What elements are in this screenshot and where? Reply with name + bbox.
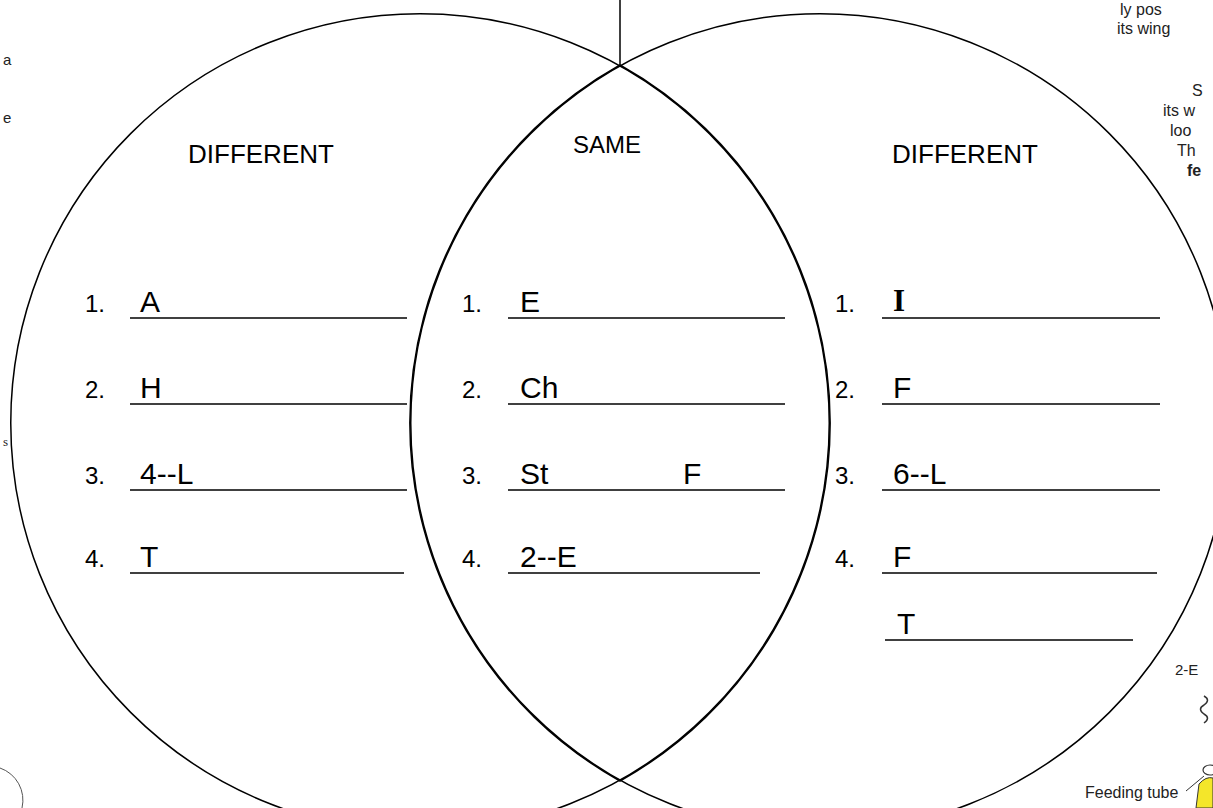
item-number: 2. bbox=[85, 378, 105, 402]
underline bbox=[508, 317, 785, 319]
region-heading: DIFFERENT bbox=[188, 141, 334, 167]
cropped-page-text: its wing bbox=[1117, 20, 1170, 38]
cropped-page-text: S bbox=[1192, 82, 1203, 100]
underline bbox=[130, 572, 404, 574]
answer-text: H bbox=[140, 373, 162, 403]
venn-circle-right: DIFFERENT 1. I 2. F 3. 6--L 4. F T bbox=[410, 13, 1213, 808]
cropped-page-text: loo bbox=[1170, 122, 1191, 140]
underline bbox=[882, 317, 1160, 319]
underline bbox=[882, 572, 1157, 574]
circle-outline bbox=[11, 14, 830, 808]
cropped-page-text: a bbox=[3, 52, 11, 69]
cropped-page-text: ly pos bbox=[1120, 1, 1162, 19]
circle-outline bbox=[410, 13, 1213, 808]
answer-text: F bbox=[893, 542, 911, 572]
answer-underlines bbox=[130, 318, 1160, 640]
answer-text: 4--L bbox=[140, 459, 193, 489]
underline bbox=[508, 403, 785, 405]
underline bbox=[130, 317, 407, 319]
cropped-page-text: Feeding tube bbox=[1085, 784, 1178, 802]
cropped-page-text: fe bbox=[1187, 162, 1201, 180]
item-number: 4. bbox=[835, 547, 855, 571]
answer-text: Ch bbox=[520, 373, 558, 403]
item-number: 1. bbox=[462, 292, 482, 316]
answer-text: A bbox=[140, 287, 160, 317]
underline bbox=[130, 403, 407, 405]
circle-outline bbox=[411, 14, 1213, 808]
cropped-page-text: 2-E bbox=[1175, 662, 1198, 679]
item-number: 4. bbox=[462, 547, 482, 571]
insect-head bbox=[1203, 765, 1213, 775]
answer-text: I bbox=[893, 285, 905, 316]
insect-antenna bbox=[1201, 696, 1208, 723]
answer-text: T bbox=[897, 609, 915, 639]
cropped-figure-edge bbox=[0, 768, 23, 808]
answer-text: 6--L bbox=[893, 459, 946, 489]
answer-text: T bbox=[140, 542, 158, 572]
item-number: 4. bbox=[85, 547, 105, 571]
lens-outline bbox=[410, 65, 830, 781]
item-number: 1. bbox=[85, 292, 105, 316]
underline bbox=[885, 639, 1133, 641]
item-number: 1. bbox=[835, 292, 855, 316]
item-number: 3. bbox=[835, 464, 855, 488]
underline bbox=[130, 489, 407, 491]
venn-circle-left: DIFFERENT 1. A 2. H 3. 4--L 4. T bbox=[10, 13, 830, 808]
underline bbox=[882, 489, 1160, 491]
answer-text: F bbox=[683, 459, 701, 489]
lens-outline bbox=[410, 65, 830, 781]
top-divider-line bbox=[619, 0, 621, 65]
item-number: 3. bbox=[462, 464, 482, 488]
region-heading: DIFFERENT bbox=[892, 141, 1038, 167]
answer-text: F bbox=[893, 373, 911, 403]
underline bbox=[882, 403, 1160, 405]
cropped-page-text: s bbox=[3, 435, 8, 449]
cropped-page-text: e bbox=[3, 110, 11, 127]
cropped-page-text: its w bbox=[1163, 102, 1195, 120]
cropped-page-text: Th bbox=[1177, 142, 1196, 160]
answer-text: E bbox=[520, 287, 540, 317]
answer-text: 2--E bbox=[520, 542, 577, 572]
yellow-insect-body bbox=[1196, 778, 1213, 808]
item-number: 2. bbox=[835, 378, 855, 402]
item-number: 3. bbox=[85, 464, 105, 488]
circle-outline bbox=[10, 13, 830, 808]
underline bbox=[508, 572, 760, 574]
leader-line bbox=[1186, 776, 1204, 791]
answer-text: St bbox=[520, 459, 548, 489]
region-heading: SAME bbox=[573, 133, 641, 157]
item-number: 2. bbox=[462, 378, 482, 402]
venn-overlap: SAME 1. E 2. Ch 3. St F 4. 2--E bbox=[410, 65, 830, 781]
underline bbox=[508, 489, 785, 491]
